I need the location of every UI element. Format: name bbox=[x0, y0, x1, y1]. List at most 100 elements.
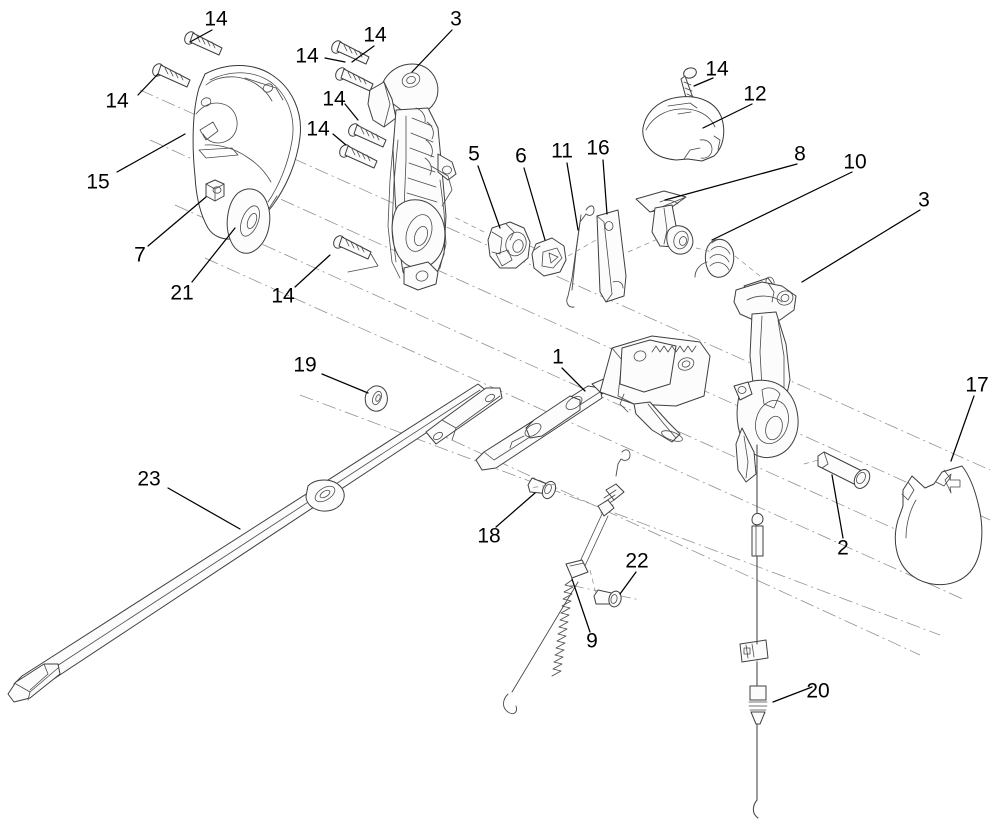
leader-line bbox=[147, 196, 207, 247]
callout-21-9: 21 bbox=[170, 227, 236, 305]
leader-line bbox=[566, 162, 579, 231]
callout-3-19: 3 bbox=[801, 189, 930, 283]
callout-11-13: 11 bbox=[551, 140, 579, 231]
callout-20-28: 20 bbox=[772, 680, 830, 703]
callout-number: 14 bbox=[322, 88, 346, 111]
leader-line bbox=[495, 492, 536, 528]
part-11-wire-rod-spring bbox=[566, 205, 595, 308]
leader-line bbox=[411, 29, 453, 73]
callout-14-15: 14 bbox=[693, 58, 729, 87]
leader-line bbox=[602, 159, 608, 215]
callout-5-11: 5 bbox=[468, 143, 501, 229]
callout-23-22: 23 bbox=[137, 468, 241, 530]
callout-6-12: 6 bbox=[515, 145, 546, 241]
callout-number: 14 bbox=[363, 24, 387, 47]
callout-number: 23 bbox=[137, 468, 160, 491]
callout-number: 3 bbox=[450, 8, 462, 31]
callout-14-6: 14 bbox=[306, 118, 347, 146]
leader-line bbox=[116, 133, 186, 173]
assembly-guide-lines bbox=[451, 215, 819, 595]
leader-line bbox=[772, 686, 813, 703]
part-3-lever-housing-right bbox=[733, 276, 799, 483]
callout-22-26: 22 bbox=[619, 550, 649, 595]
callout-14-1: 14 bbox=[105, 73, 159, 113]
leader-line bbox=[477, 165, 501, 229]
callout-number: 1 bbox=[552, 346, 564, 369]
leader-line bbox=[619, 571, 637, 595]
screw-14-b bbox=[152, 63, 191, 88]
leader-line bbox=[294, 254, 331, 288]
callout-number: 14 bbox=[705, 58, 729, 81]
leader-line bbox=[137, 73, 159, 96]
center-mounting-bracket bbox=[599, 335, 711, 443]
callout-number: 7 bbox=[134, 244, 146, 267]
callout-14-10: 14 bbox=[271, 254, 331, 308]
screw-14-g bbox=[333, 235, 379, 273]
leader-line bbox=[351, 45, 375, 63]
part-2-pivot-pin bbox=[817, 451, 871, 489]
callout-number: 2 bbox=[837, 537, 849, 560]
callout-15-7: 15 bbox=[86, 133, 186, 194]
callout-number: 16 bbox=[586, 137, 609, 160]
part-14-machine-screws bbox=[152, 31, 697, 273]
leader-line bbox=[950, 395, 975, 462]
part-9-extension-spring bbox=[503, 449, 631, 715]
part-17-shield-guard-right bbox=[894, 465, 983, 586]
callout-3-2: 3 bbox=[411, 8, 462, 73]
callout-number: 15 bbox=[86, 171, 109, 194]
callout-number: 21 bbox=[170, 282, 193, 305]
part-18-clevis-pin bbox=[527, 477, 557, 500]
part-20-control-cable bbox=[739, 444, 769, 819]
part-23-long-control-rod bbox=[7, 383, 503, 703]
leader-line bbox=[344, 103, 359, 121]
part-7-hex-nut bbox=[205, 179, 225, 202]
callout-2-25: 2 bbox=[831, 474, 849, 560]
callout-14-3: 14 bbox=[351, 24, 387, 63]
leader-line bbox=[664, 163, 798, 201]
leader-line bbox=[831, 474, 844, 539]
callout-number: 6 bbox=[515, 145, 527, 168]
leader-line bbox=[324, 57, 346, 63]
part-16-flat-plate-link bbox=[596, 209, 627, 303]
screw-14-a bbox=[184, 31, 223, 56]
leader-line bbox=[523, 167, 546, 241]
callout-12-16: 12 bbox=[702, 83, 767, 129]
part-10-torsion-spring bbox=[694, 238, 735, 278]
callout-number: 14 bbox=[271, 285, 295, 308]
leader-line bbox=[321, 373, 369, 394]
part-22-shoulder-bolt bbox=[593, 589, 622, 608]
callout-number: 5 bbox=[468, 143, 480, 166]
leader-line bbox=[801, 209, 921, 283]
leader-line bbox=[693, 77, 714, 87]
callout-14-4: 14 bbox=[295, 45, 346, 68]
part-5-bushing-block bbox=[487, 221, 531, 269]
part-8-knob-mount-bracket bbox=[635, 190, 694, 255]
screw-14-c bbox=[331, 40, 370, 65]
screw-14-f bbox=[339, 144, 378, 169]
callout-number: 14 bbox=[295, 45, 319, 68]
leader-line bbox=[191, 227, 236, 283]
leader-line bbox=[571, 578, 591, 633]
callout-1-21: 1 bbox=[552, 346, 586, 392]
callout-number: 11 bbox=[551, 140, 573, 163]
callout-number: 14 bbox=[306, 118, 330, 141]
callout-number: 22 bbox=[625, 550, 648, 573]
part-12-knob-cover-cap bbox=[642, 96, 725, 162]
callout-9-27: 9 bbox=[571, 578, 598, 653]
leader-line bbox=[167, 487, 241, 530]
callout-number: 14 bbox=[204, 8, 228, 31]
leader-line bbox=[711, 171, 853, 241]
callout-7-8: 7 bbox=[134, 196, 207, 267]
callout-number: 19 bbox=[293, 354, 316, 377]
callout-18-24: 18 bbox=[477, 492, 536, 548]
part-21-flat-washer bbox=[226, 188, 271, 254]
callout-16-14: 16 bbox=[586, 137, 610, 215]
callout-14-5: 14 bbox=[322, 88, 359, 121]
leader-line bbox=[189, 29, 213, 43]
callout-number: 12 bbox=[743, 83, 766, 106]
part-6-bushing-half bbox=[531, 237, 567, 277]
callout-14-0: 14 bbox=[189, 8, 228, 43]
part-19-spacer-bushing bbox=[364, 385, 388, 412]
